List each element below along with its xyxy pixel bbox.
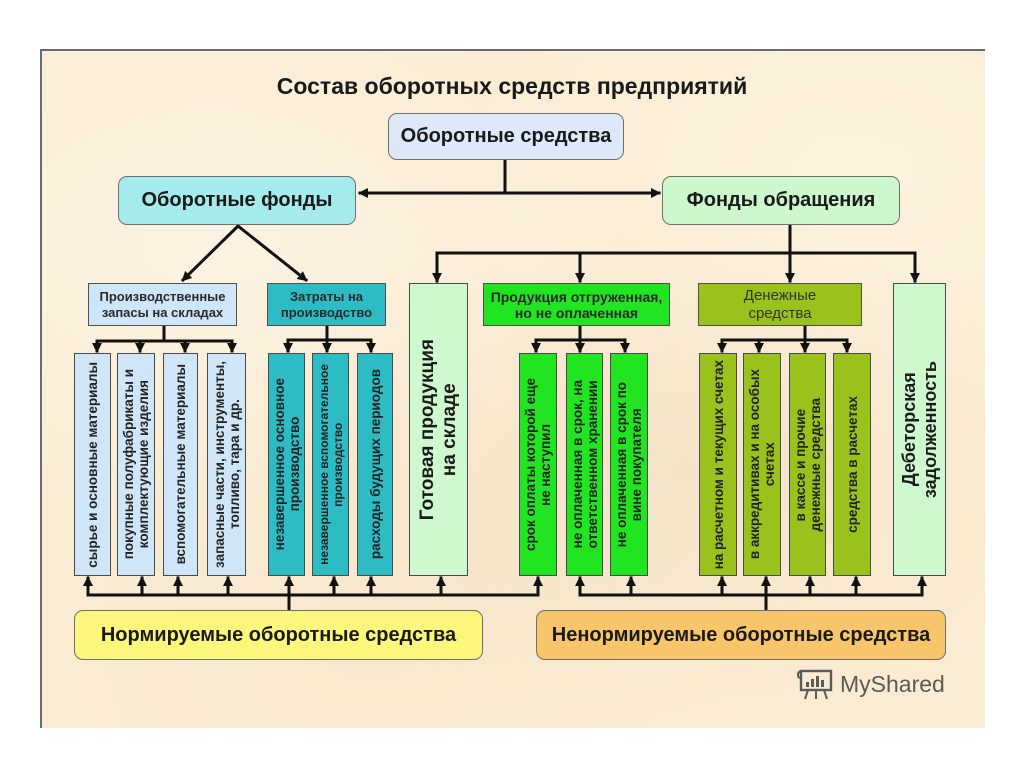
- node-cash: Денежные средства: [698, 283, 862, 326]
- costs-item-wip-auxiliary: незавершенное вспомогательное производст…: [312, 353, 349, 576]
- node-working-funds: Оборотные фонды: [118, 176, 356, 225]
- node-normed-working-capital: Нормируемые оборотные средства: [74, 610, 483, 660]
- production-stocks-label: Производственные запасы на складах: [99, 288, 226, 320]
- shipped-item-not-due: срок оплаты которой еще не наступил: [519, 353, 557, 576]
- cash-item-letters-of-credit: в аккредитивах и на особых счетах: [743, 353, 781, 576]
- arrow-to-production-costs: [235, 223, 309, 283]
- stocks-item-label: покупные полуфабрикаты и комплектующие и…: [121, 369, 151, 560]
- cash-item-label: на расчетном и текущих счетах: [710, 359, 726, 570]
- shipped-item-label: не оплаченная в срок, на ответственном х…: [569, 380, 600, 549]
- root-node-working-capital: Оборотные средства: [388, 113, 624, 160]
- node-production-stocks: Производственные запасы на складах: [88, 283, 237, 326]
- costs-item-label: незавершенное вспомогательное производст…: [316, 364, 345, 565]
- stocks-item-label: вспомогательные материалы: [173, 364, 188, 565]
- stocks-item-label: сырье и основные материалы: [85, 361, 100, 568]
- cash-item-label: в кассе и прочие денежные средства: [792, 397, 823, 532]
- node-circulation-funds: Фонды обращения: [662, 176, 900, 225]
- shipped-goods-label: Продукция отгруженная, но не оплаченная: [490, 288, 663, 321]
- costs-item-label: незавершенное основное производство: [271, 378, 302, 551]
- node-shipped-goods: Продукция отгруженная, но не оплаченная: [483, 283, 670, 326]
- stocks-item-raw-materials: сырье и основные материалы: [74, 353, 111, 576]
- cash-item-label: средства в расчетах: [844, 396, 860, 533]
- stocks-item-semi-finished: покупные полуфабрикаты и комплектующие и…: [117, 353, 155, 576]
- non-normed-label: Ненормируемые оборотные средства: [551, 623, 931, 646]
- finished-goods-label: Готовая продукция на складе: [416, 338, 460, 521]
- watermark: MyShared: [796, 667, 945, 701]
- cash-item-settlements: средства в расчетах: [833, 353, 871, 576]
- receivables-label: Дебеторская задолженность: [898, 360, 940, 499]
- cash-item-current-accounts: на расчетном и текущих счетах: [699, 353, 737, 576]
- arrow-to-production-stocks: [180, 223, 241, 283]
- costs-item-label: расходы будущих периодов: [367, 369, 383, 560]
- diagram-title: Состав оборотных средств предприятий: [276, 73, 748, 99]
- stocks-item-spare-parts: запасные части, инструменты, топливо, та…: [207, 353, 246, 576]
- shipped-item-safekeeping: не оплаченная в срок, на ответственном х…: [566, 353, 603, 576]
- production-costs-label: Затраты на производство: [280, 288, 373, 320]
- normed-label: Нормируемые оборотные средства: [100, 623, 457, 646]
- circulation-funds-label: Фонды обращения: [686, 189, 876, 211]
- costs-item-wip-main: незавершенное основное производство: [268, 353, 305, 576]
- root-node-label: Оборотные средства: [400, 125, 612, 147]
- cash-item-cash-desk: в кассе и прочие денежные средства: [789, 353, 826, 576]
- node-non-normed-working-capital: Ненормируемые оборотные средства: [536, 610, 946, 660]
- working-funds-label: Оборотные фонды: [141, 189, 333, 211]
- shipped-item-label: срок оплаты которой еще не наступил: [523, 377, 553, 551]
- node-receivables: Дебеторская задолженность: [893, 283, 946, 576]
- stocks-item-label: запасные части, инструменты, топливо, та…: [211, 361, 242, 568]
- presentation-board-icon: [796, 669, 833, 700]
- node-production-costs: Затраты на производство: [267, 283, 386, 326]
- costs-item-deferred-expenses: расходы будущих периодов: [357, 353, 393, 576]
- watermark-text: MyShared: [840, 670, 945, 697]
- node-finished-goods: Готовая продукция на складе: [409, 283, 468, 576]
- stocks-item-auxiliary-materials: вспомогательные материалы: [163, 353, 198, 576]
- shipped-item-label: не оплаченная в срок по вине покупателя: [614, 381, 644, 548]
- cash-item-label: в аккредитивах и на особых счетах: [747, 369, 777, 560]
- shipped-item-buyer-fault: не оплаченная в срок по вине покупателя: [610, 353, 648, 576]
- cash-label: Денежные средства: [743, 286, 817, 322]
